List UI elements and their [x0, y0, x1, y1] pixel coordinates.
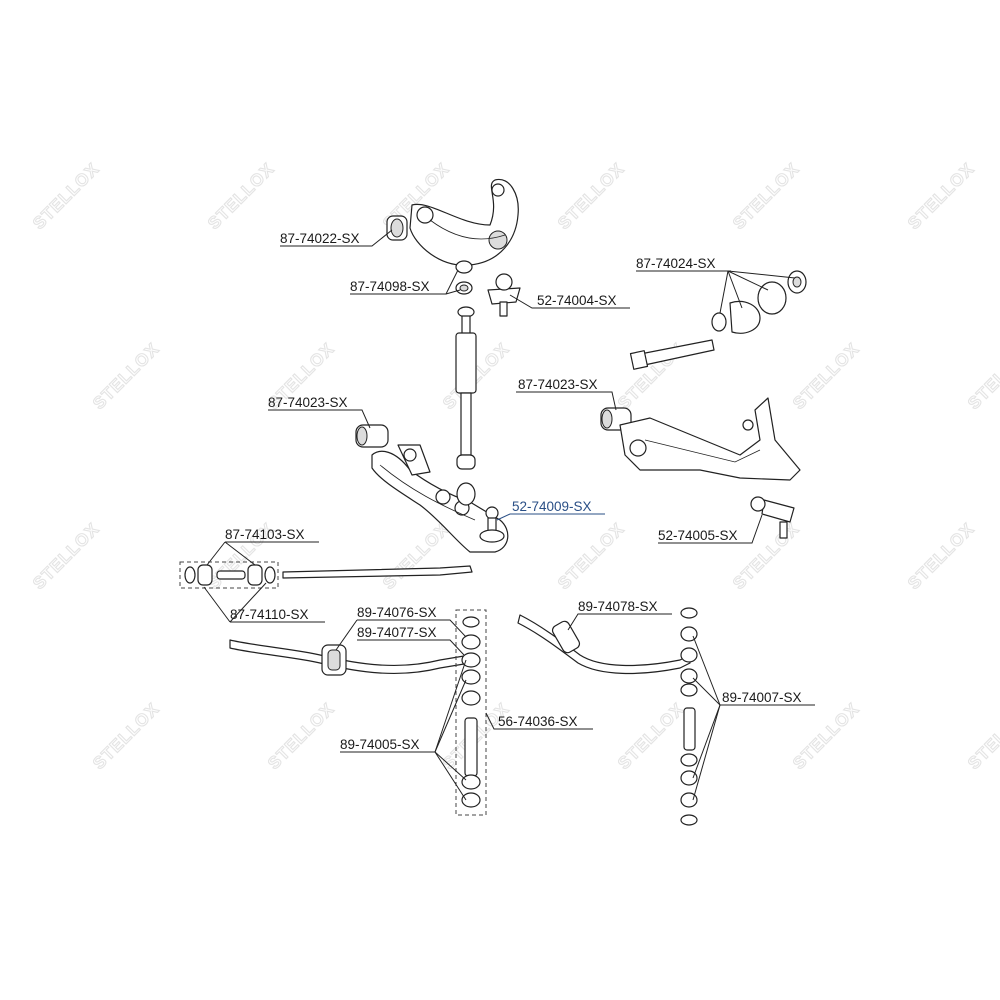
lower-control-arm-right: [619, 397, 801, 481]
label-87-74022-sx[interactable]: 87-74022-SX: [280, 231, 360, 246]
stabilizer-bar-left: [229, 639, 471, 676]
watermark-text: STELLOX: [29, 159, 103, 233]
leader-lines: [203, 229, 815, 801]
stabilizer-link-left: [455, 609, 487, 816]
strut-rod-assembly: [629, 270, 807, 370]
label-87-74023-sx-left[interactable]: 87-74023-SX: [268, 395, 348, 410]
shock-absorber: [455, 306, 477, 470]
bump-stop: [455, 260, 473, 295]
label-87-74023-sx-right[interactable]: 87-74023-SX: [518, 377, 598, 392]
lower-arm-bushing-left: [355, 424, 389, 448]
watermark-text: STELLOX: [729, 159, 803, 233]
upper-control-arm: [409, 178, 519, 266]
watermark-text: STELLOX: [964, 339, 1000, 413]
label-52-74005-sx[interactable]: 52-74005-SX: [658, 528, 738, 543]
lower-ball-joint-right: [750, 496, 795, 539]
watermark-text: STELLOX: [789, 339, 863, 413]
label-87-74110-sx[interactable]: 87-74110-SX: [230, 607, 309, 622]
watermark-text: STELLOX: [89, 699, 163, 773]
label-89-74077-sx[interactable]: 89-74077-SX: [357, 625, 437, 640]
label-52-74009-sx[interactable]: 52-74009-SX: [512, 499, 592, 514]
watermark-text: STELLOX: [29, 519, 103, 593]
parts-drawing: [179, 178, 807, 826]
watermark-text: STELLOX: [729, 519, 803, 593]
stabilizer-bushing-set: [179, 561, 473, 589]
watermark-text: STELLOX: [904, 159, 978, 233]
watermark-text: STELLOX: [904, 519, 978, 593]
stabilizer-link-right: [680, 607, 698, 826]
part-labels: 87-74022-SX 87-74098-SX 52-74004-SX 87-7…: [225, 231, 802, 752]
label-89-74005-sx[interactable]: 89-74005-SX: [340, 737, 420, 752]
label-56-74036-sx[interactable]: 56-74036-SX: [498, 714, 578, 729]
watermark-text: STELLOX: [204, 159, 278, 233]
watermark-text: STELLOX: [964, 699, 1000, 773]
watermark-layer: STELLOX STELLOX STELLOX STELLOX STELLOX STELL…: [29, 159, 1000, 774]
label-89-74076-sx[interactable]: 89-74076-SX: [357, 605, 437, 620]
watermark-text: STELLOX: [554, 519, 628, 593]
stabilizer-bar-right: [517, 614, 691, 675]
watermark-text: STELLOX: [264, 699, 338, 773]
label-87-74098-sx[interactable]: 87-74098-SX: [350, 279, 430, 294]
lower-ball-joint: [479, 506, 505, 543]
watermark-text: STELLOX: [614, 699, 688, 773]
label-87-74103-sx[interactable]: 87-74103-SX: [225, 527, 305, 542]
label-52-74004-sx[interactable]: 52-74004-SX: [537, 293, 617, 308]
upper-arm-bushing: [386, 215, 408, 241]
lower-control-arm: [371, 444, 509, 553]
label-89-74007-sx[interactable]: 89-74007-SX: [722, 690, 802, 705]
upper-ball-joint: [487, 273, 521, 317]
watermark-text: STELLOX: [89, 339, 163, 413]
watermark-text: STELLOX: [554, 159, 628, 233]
label-87-74024-sx[interactable]: 87-74024-SX: [636, 256, 716, 271]
label-89-74078-sx[interactable]: 89-74078-SX: [578, 599, 658, 614]
watermark-text: STELLOX: [379, 519, 453, 593]
watermark-text: STELLOX: [789, 699, 863, 773]
